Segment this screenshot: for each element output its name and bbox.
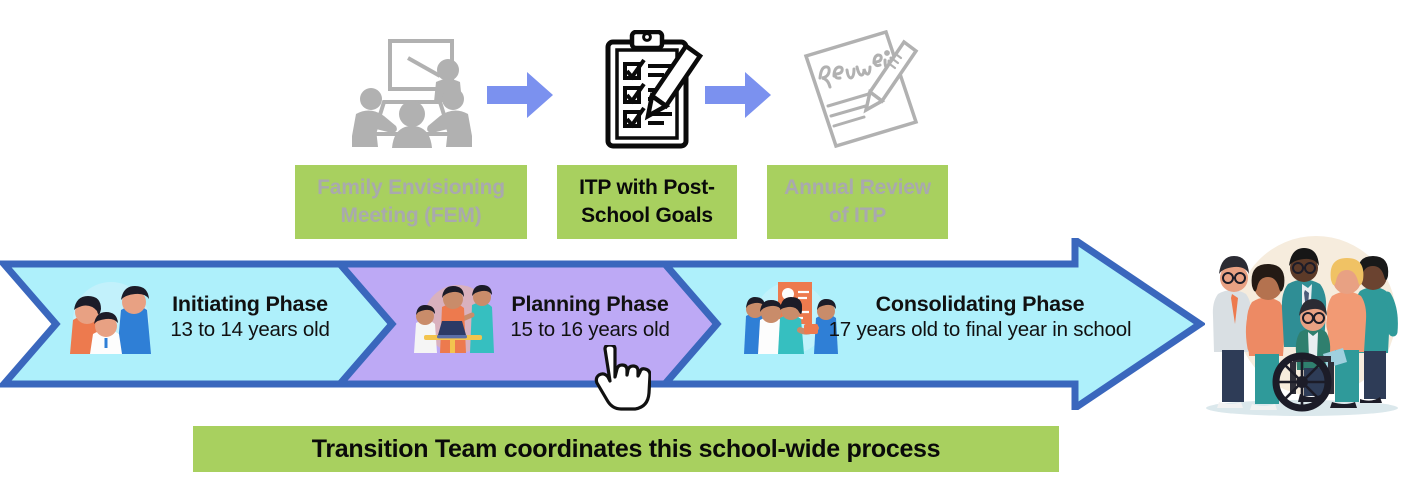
clipboard-checklist-icon [592, 29, 704, 150]
label-box-text: ITP with Post- School Goals [579, 174, 715, 229]
family-trio-icon [63, 280, 159, 358]
label-box-family-envisioning-meeting[interactable]: Family Envisioning Meeting (FEM) [295, 165, 527, 239]
label-line-2: of ITP [828, 204, 887, 227]
label-line-1: ITP with Post- [579, 176, 715, 200]
person-wheelchair-user [1272, 299, 1347, 412]
person-grey-shirt [1212, 256, 1252, 408]
students-handshake-icon [742, 280, 840, 354]
label-line-2: School Goals [581, 204, 713, 227]
review-document-icon [800, 29, 922, 149]
label-line-2: Meeting (FEM) [340, 204, 482, 227]
label-box-text: Annual Review of ITP [784, 174, 931, 229]
label-line-1: Annual Review [784, 176, 931, 200]
planning-meeting-icon [406, 283, 502, 353]
flow-arrow-1-icon [487, 72, 553, 118]
person-orange-top [1245, 264, 1286, 410]
label-box-text: Family Envisioning Meeting (FEM) [317, 174, 505, 229]
phase-segment-planning [332, 260, 722, 388]
family-meeting-icon [350, 36, 474, 148]
transition-team-banner: Transition Team coordinates this school-… [193, 426, 1059, 472]
diverse-people-group-illustration [1192, 236, 1414, 418]
banner-text: Transition Team coordinates this school-… [311, 434, 941, 463]
label-box-annual-review-of-itp[interactable]: Annual Review of ITP [767, 165, 948, 239]
label-box-itp-post-school-goals[interactable]: ITP with Post- School Goals [557, 165, 737, 239]
label-line-1: Family Envisioning [317, 176, 505, 200]
hand-pointer-cursor[interactable] [589, 343, 652, 417]
flow-arrow-2-icon [705, 72, 771, 118]
